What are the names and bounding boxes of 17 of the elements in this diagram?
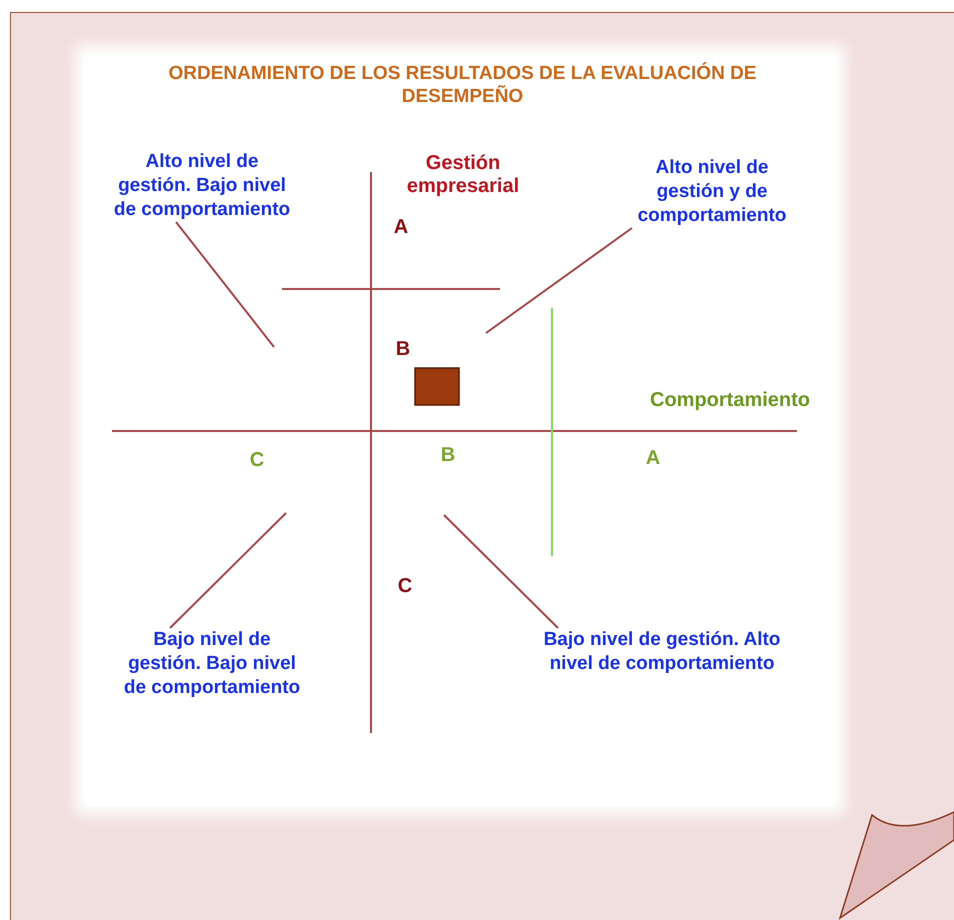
axis-label: B <box>440 444 456 467</box>
quadrant-label: Bajo nivel de gestión. Alto nivel de comportamiento <box>537 628 787 676</box>
quadrant-label: Alto nivel de gestión y de comportamiento <box>622 156 802 228</box>
axis-label: A <box>392 216 410 239</box>
axis-label: C <box>396 575 414 598</box>
leader-line <box>443 514 559 629</box>
axis-label: Comportamiento <box>649 389 811 412</box>
leader-line <box>169 512 287 629</box>
axis-label: Gestión empresarial <box>406 152 520 198</box>
quadrant-label: Bajo nivel de gestión. Bajo nivel de comportamiento <box>122 628 302 700</box>
leader-line <box>485 227 633 334</box>
quadrant-label: Alto nivel de gestión. Bajo nivel de comportamiento <box>112 150 292 222</box>
axis-label: C <box>248 449 266 472</box>
axis-label: B <box>394 338 412 361</box>
title: ORDENAMIENTO DE LOS RESULTADOS DE LA EVALUACIÓN DE DESEMPEÑO <box>168 62 758 108</box>
axis-label: A <box>644 447 662 470</box>
leader-line <box>175 221 275 348</box>
